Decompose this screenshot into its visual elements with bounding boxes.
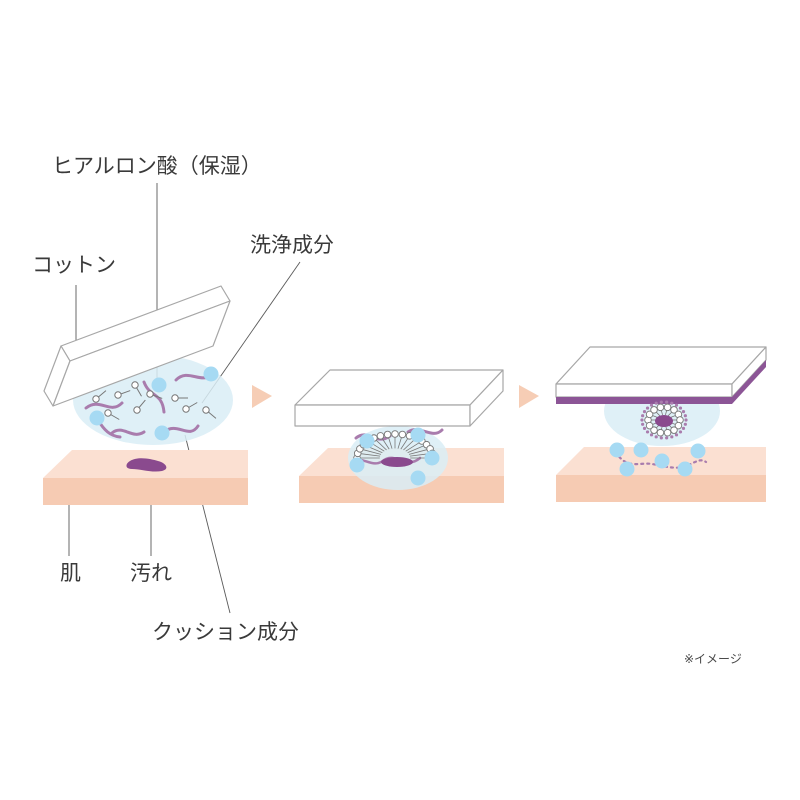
label-cushion-ingredient: クッション成分 — [152, 620, 299, 644]
step-arrow-2 — [519, 385, 539, 408]
fiber-strand — [110, 428, 146, 436]
micelle-head — [376, 432, 385, 440]
micelle-outline-dot — [678, 430, 683, 434]
hyaluronic-dot — [349, 457, 365, 473]
image-note: ※イメージ — [684, 652, 742, 666]
micelle-outline-dot — [642, 410, 647, 414]
micelle-head — [656, 403, 665, 412]
micelle-outline-dot — [645, 406, 650, 410]
micelle-outline-dot — [665, 436, 669, 440]
micelle-head — [391, 430, 399, 438]
fiber-strand — [406, 428, 444, 435]
micelle-outline-dot — [683, 414, 687, 418]
hyaluronic-dot — [154, 425, 170, 441]
micelle-outline-dot — [681, 426, 686, 430]
hyaluronic-dot — [677, 461, 693, 477]
micelle-outline-dot — [654, 435, 658, 439]
micelle-outline-dot — [670, 401, 674, 405]
trapped-dirt — [381, 457, 413, 467]
micelle-outline-dot — [665, 400, 669, 404]
micelle-outline-dot — [678, 406, 683, 410]
hyaluronic-dot — [619, 461, 635, 477]
hyaluronic-dot — [424, 450, 440, 466]
micelle-outline-dot — [645, 430, 650, 434]
micelle-outline-dot — [642, 426, 647, 430]
cotton-pad-tilted — [43, 285, 231, 407]
micelle-head — [670, 406, 678, 414]
surfactant-head — [104, 409, 112, 417]
micelle-outline-dot — [659, 400, 663, 404]
micelle-outline-dot — [683, 422, 687, 426]
cotton-stain — [556, 397, 732, 404]
label-cleansing-ingredient: 洗浄成分 — [250, 233, 334, 257]
captured-dirt — [655, 415, 673, 427]
surfactant-head — [202, 406, 210, 414]
micelle-outline-dot — [641, 422, 645, 426]
skin-surface-protection-3 — [609, 442, 708, 477]
panel-after — [555, 346, 767, 502]
surfactant-head — [92, 395, 100, 403]
hyaluronic-dot — [690, 443, 706, 459]
micelle-head — [383, 430, 392, 439]
skin-block-1 — [43, 450, 248, 505]
micelle-outline-dot — [681, 410, 686, 414]
surfactant-head — [131, 381, 139, 389]
micelle-outline-dot — [659, 436, 663, 440]
micelle-head — [650, 426, 658, 434]
micelle-head — [645, 410, 654, 419]
micelle-cluster-2 — [349, 427, 444, 486]
hyaluronic-dot — [410, 427, 426, 443]
micelle-head — [663, 403, 672, 412]
micelle-outline-dot — [641, 414, 645, 418]
panel-during — [294, 369, 504, 503]
label-dirt: 汚れ — [130, 561, 172, 585]
surfactant-head — [114, 391, 122, 399]
micelle-outline-dot — [649, 403, 654, 407]
step-arrow-1 — [252, 385, 272, 408]
cotton-pad-3 — [555, 346, 767, 404]
micelle-head — [656, 428, 665, 437]
hyaluronic-dot — [203, 366, 219, 382]
hyaluronic-dot — [633, 442, 649, 458]
label-skin: 肌 — [60, 561, 81, 585]
micelle-head — [663, 428, 672, 437]
micelle-outline-dot — [684, 418, 688, 422]
micelle-head — [670, 426, 678, 434]
micelle-tail — [357, 452, 381, 457]
hyaluronic-dot — [654, 453, 670, 469]
hyaluronic-dot — [410, 470, 426, 486]
hyaluronic-dot — [609, 442, 625, 458]
panel-before — [43, 285, 248, 505]
micelle-outline-dot — [674, 403, 679, 407]
cotton-pad-2 — [294, 369, 504, 427]
hyaluronic-dot — [89, 410, 105, 426]
label-cotton: コットン — [32, 253, 116, 277]
surfactant-head — [133, 406, 141, 414]
micelle-outline-dot — [649, 433, 654, 437]
micelle-head — [398, 430, 407, 439]
surfactant-head — [146, 390, 154, 398]
micelle-head — [650, 406, 658, 414]
label-hyaluronic-acid: ヒアルロン酸（保湿） — [52, 154, 262, 178]
micelle-outline-dot — [674, 433, 679, 437]
micelle-outline-dot — [670, 435, 674, 439]
surfactant-head — [171, 394, 179, 402]
fiber-strand — [84, 401, 124, 410]
dirt-spot-1 — [126, 458, 167, 472]
micelle-lifted-3 — [640, 400, 688, 440]
micelle-outline-dot — [654, 401, 658, 405]
hyaluronic-dot — [359, 433, 375, 449]
surfactant-head — [182, 405, 190, 413]
micelle-outline-dot — [640, 418, 644, 422]
hyaluronic-dot — [151, 377, 167, 393]
micelle-head — [645, 421, 654, 430]
micelle-head — [674, 421, 683, 430]
gel-contents-1 — [84, 366, 219, 441]
